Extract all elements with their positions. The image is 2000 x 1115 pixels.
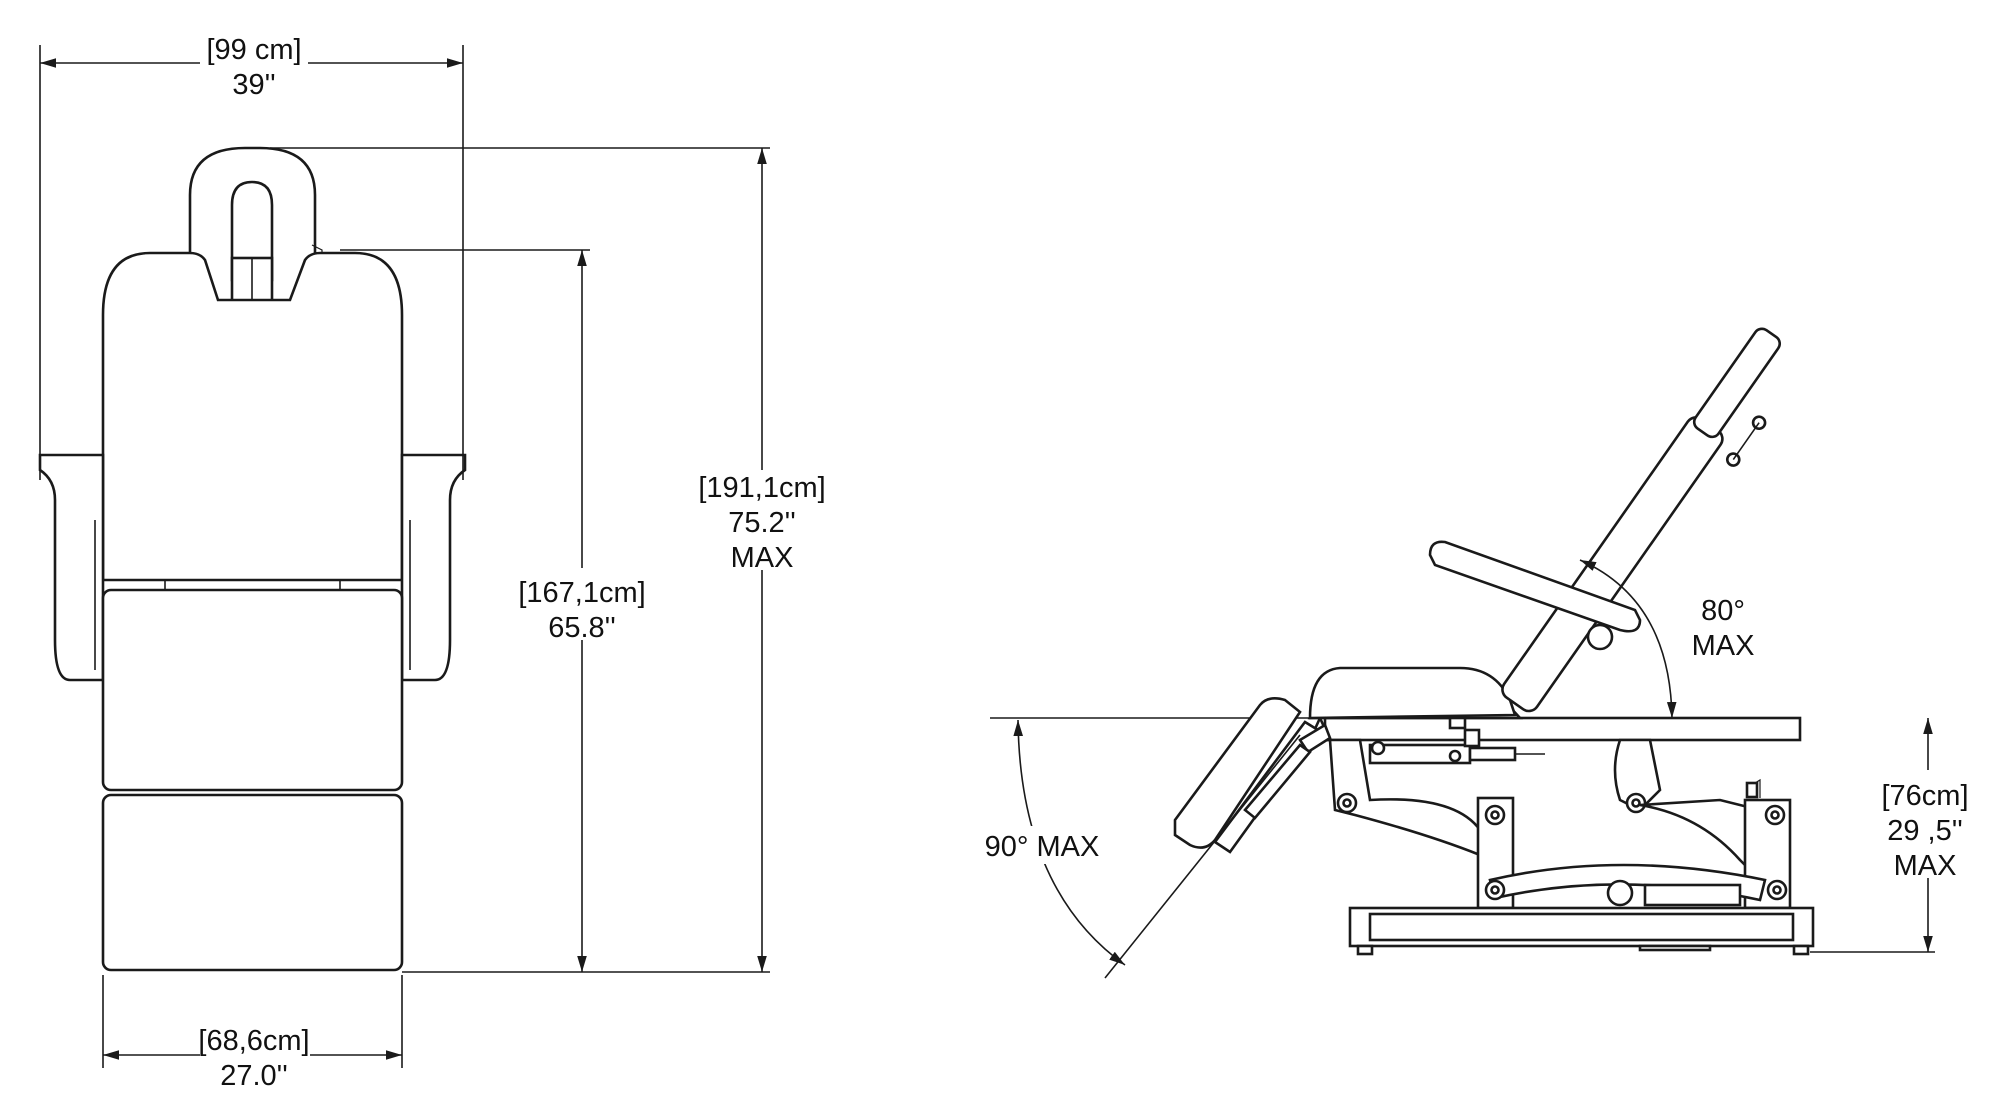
top-width-metric: [99 cm]	[206, 34, 301, 66]
actuator-linkage	[1368, 728, 1545, 765]
side-view: 80° MAX 90° MAX [76cm] 29 ,5'' MAX	[970, 327, 1969, 979]
bottom-width-metric: [68,6cm]	[198, 1025, 309, 1057]
body-length-metric: [167,1cm]	[518, 577, 645, 609]
total-length-imperial: 75.2''	[728, 507, 796, 539]
headrest-cutout	[230, 180, 274, 282]
backrest-angle-value: 80°	[1701, 595, 1745, 627]
right-armrest	[400, 453, 467, 682]
legrest-side	[1173, 697, 1332, 854]
legrest	[101, 793, 404, 972]
left-foot	[1356, 944, 1374, 956]
top-width-imperial: 39''	[232, 69, 275, 101]
legrest-angle-value: 90° MAX	[985, 831, 1100, 863]
lift-mechanism	[1328, 738, 1792, 910]
left-armrest	[38, 453, 105, 682]
height-note: MAX	[1894, 850, 1957, 882]
height-metric: [76cm]	[1881, 780, 1968, 812]
total-length-note: MAX	[731, 542, 794, 574]
seat	[101, 588, 404, 792]
right-foot	[1792, 944, 1810, 956]
front-view: [99 cm] 39'' [191,1cm] 75.2'' MAX [167,1…	[38, 34, 826, 1092]
backrest	[101, 251, 404, 582]
bottom-width-imperial: 27.0''	[220, 1060, 288, 1092]
backrest-angle-note: MAX	[1692, 630, 1755, 662]
total-length-metric: [191,1cm]	[698, 472, 825, 504]
backrest-side	[1501, 327, 1782, 713]
height-imperial: 29 ,5''	[1887, 815, 1963, 847]
frame-bar	[1323, 716, 1802, 742]
body-length-imperial: 65.8''	[548, 612, 616, 644]
